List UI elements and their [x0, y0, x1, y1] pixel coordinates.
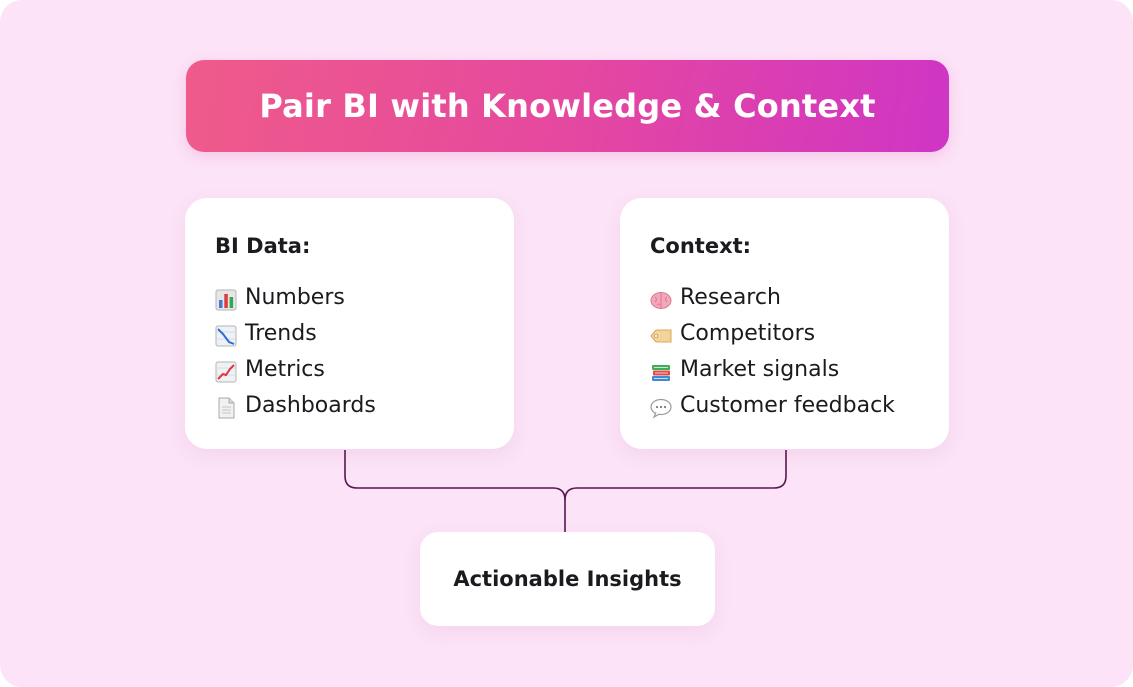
actionable-insights-box: Actionable Insights	[420, 532, 715, 626]
brain-icon	[650, 287, 672, 309]
speech-bubble-icon	[650, 395, 672, 419]
context-item-research: Research	[650, 280, 949, 316]
chart-decreasing-icon	[215, 323, 237, 347]
bi-item-numbers: Numbers	[215, 280, 514, 316]
bi-item-trends: Trends	[215, 316, 514, 352]
document-icon	[215, 395, 237, 419]
bi-item-metrics: Metrics	[215, 352, 514, 388]
connector-right-branch	[564, 450, 787, 501]
output-label: Actionable Insights	[453, 567, 682, 591]
context-item-label: Market signals	[680, 357, 840, 382]
context-heading: Context:	[650, 234, 752, 258]
bi-item-label: Metrics	[245, 357, 325, 382]
context-card: Context: Research Competitors	[620, 198, 949, 449]
connector-left-branch	[344, 450, 566, 532]
diagram-title: Pair BI with Knowledge & Context	[259, 87, 876, 125]
context-item-label: Competitors	[680, 321, 816, 346]
bi-data-card: BI Data: Numbers Tr	[185, 198, 514, 449]
bar-chart-icon	[215, 287, 237, 311]
context-item-customer-feedback: Customer feedback	[650, 388, 949, 424]
context-item-label: Customer feedback	[680, 393, 895, 418]
chart-increasing-icon	[215, 359, 237, 383]
context-item-label: Research	[680, 285, 781, 310]
bi-item-label: Numbers	[245, 285, 345, 310]
label-tag-icon	[650, 323, 672, 345]
context-item-market-signals: Market signals	[650, 352, 949, 388]
books-icon	[650, 359, 672, 381]
bi-item-dashboards: Dashboards	[215, 388, 514, 424]
title-banner: Pair BI with Knowledge & Context	[186, 60, 949, 152]
context-item-competitors: Competitors	[650, 316, 949, 352]
bi-data-heading: BI Data:	[215, 234, 311, 258]
bi-item-label: Trends	[245, 321, 317, 346]
bi-item-label: Dashboards	[245, 393, 376, 418]
